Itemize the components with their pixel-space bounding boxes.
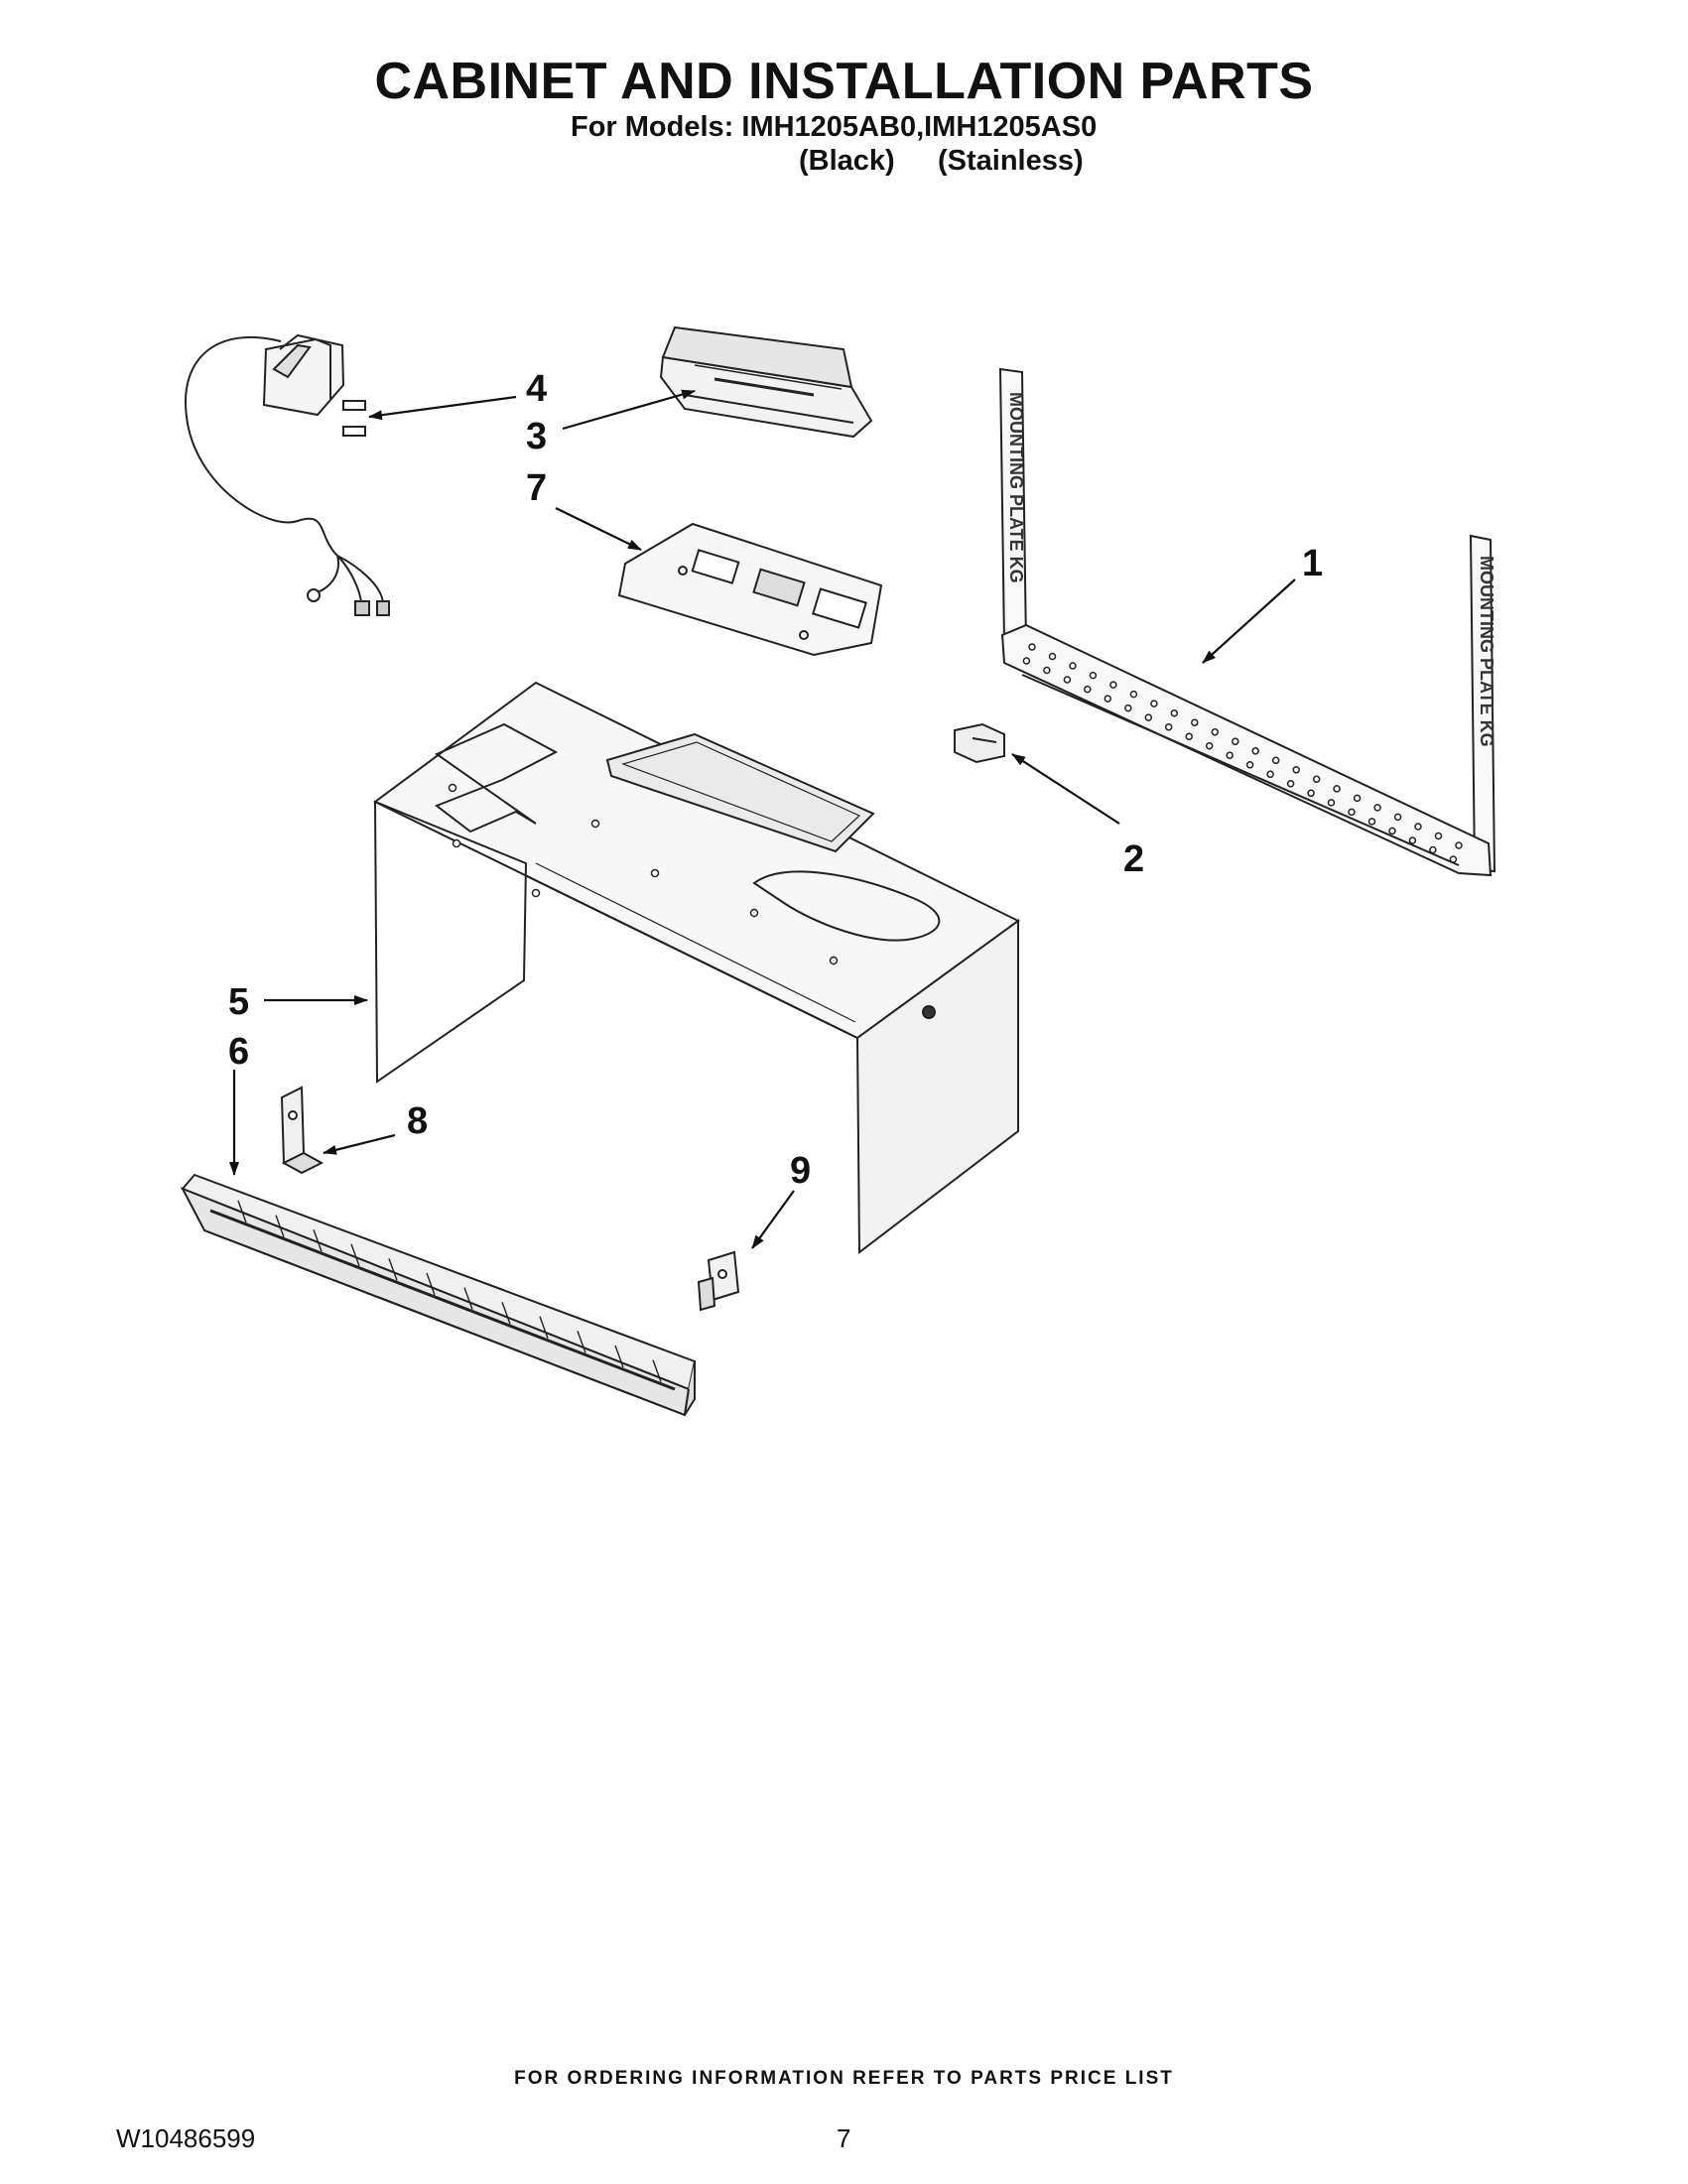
mounting-hole (1434, 832, 1443, 840)
mounting-plate-label-left: MOUNTING PLATE KG (1006, 392, 1026, 583)
top-plate-part (617, 522, 883, 657)
cabinet-hole (448, 783, 457, 793)
mounting-plate-part: MOUNTING PLATE KG MOUNTING PLATE KG (998, 367, 1496, 877)
color-black-label: (Black) (799, 145, 895, 177)
cabinet-screw-holes (448, 783, 839, 965)
mounting-hole (1327, 799, 1336, 807)
mounting-hole (1129, 690, 1138, 699)
cabinet-wrapper-part (373, 681, 1020, 1255)
mounting-hole (1022, 657, 1031, 665)
grille-slot (350, 1243, 360, 1267)
mounting-hole (1414, 823, 1422, 831)
mounting-hole (1164, 722, 1173, 731)
mounting-hole (1393, 813, 1402, 822)
mounting-hole (1170, 708, 1179, 717)
mounting-hole (1232, 737, 1239, 745)
callout-1: 1 (1302, 543, 1323, 584)
mounting-hole (1286, 780, 1295, 788)
mounting-hole (1043, 666, 1051, 675)
callout-6: 6 (228, 1031, 249, 1073)
mounting-hole (1048, 652, 1057, 661)
grille-slot (539, 1316, 549, 1340)
models-line: For Models: IMH1205AB0,IMH1205AS0 (571, 111, 1098, 143)
mounting-hole (1429, 845, 1437, 854)
grille-slot (577, 1331, 586, 1353)
mounting-hole (1150, 700, 1158, 707)
bracket-part (954, 722, 1005, 764)
callout-5: 5 (228, 981, 249, 1023)
mounting-hole (1312, 775, 1321, 784)
mounting-hole (1292, 766, 1300, 774)
cabinet-hole (650, 868, 660, 878)
grille-slot (388, 1258, 398, 1281)
grille-slot (275, 1215, 285, 1237)
grille-slot (237, 1200, 247, 1223)
mounting-hole (1063, 676, 1072, 684)
grille-slot (313, 1228, 323, 1252)
mounting-hole (1455, 841, 1463, 849)
mounting-hole (1205, 741, 1214, 750)
vent-grille-slots (237, 1200, 662, 1382)
exhaust-damper-part (659, 325, 873, 439)
mounting-hole (1191, 718, 1199, 726)
cabinet-hole (749, 908, 759, 918)
grille-slot (426, 1272, 436, 1296)
document-number: W10486599 (116, 2123, 256, 2153)
mounting-hole (1408, 836, 1417, 844)
mounting-hole (1245, 761, 1254, 769)
callout-9: 9 (790, 1150, 811, 1192)
lower-bracket-right-part (697, 1250, 740, 1312)
callout-8: 8 (407, 1100, 428, 1142)
mounting-plate-label-right: MOUNTING PLATE KG (1477, 556, 1496, 747)
lower-bracket-left-part (280, 1086, 325, 1175)
vent-grille-part (180, 1173, 697, 1417)
mounting-hole (1348, 808, 1356, 817)
mounting-hole (1028, 643, 1036, 651)
callout-7: 7 (526, 467, 547, 509)
mounting-hole (1266, 770, 1274, 779)
mounting-hole (1084, 685, 1092, 694)
page-title: CABINET AND INSTALLATION PARTS (374, 53, 1314, 110)
grille-slot (614, 1345, 624, 1368)
mounting-hole (1185, 732, 1193, 740)
mounting-hole (1144, 713, 1153, 721)
mounting-hole (1069, 662, 1077, 670)
mounting-hole (1104, 695, 1112, 703)
mounting-hole (1373, 804, 1381, 812)
cabinet-hole (452, 838, 461, 848)
page-number: 7 (837, 2123, 851, 2153)
mounting-hole (1449, 855, 1458, 863)
mounting-hole (1251, 747, 1259, 755)
callout-4: 4 (526, 368, 547, 410)
grille-slot (501, 1301, 511, 1325)
mounting-hole (1367, 818, 1376, 826)
mounting-hole (1211, 727, 1220, 736)
power-cord-part (185, 333, 390, 616)
callout-3: 3 (526, 416, 547, 457)
mounting-plate-holes (1022, 643, 1463, 863)
mounting-hole (1226, 751, 1234, 759)
mounting-hole (1271, 756, 1280, 765)
mounting-hole (1124, 704, 1132, 712)
cabinet-hole (829, 956, 839, 965)
mounting-hole (1089, 671, 1098, 680)
mounting-hole (1307, 789, 1315, 798)
mounting-hole (1388, 827, 1396, 835)
grille-slot (652, 1359, 662, 1382)
color-stainless-label: (Stainless) (938, 145, 1084, 177)
cabinet-hole (531, 888, 541, 898)
callout-2: 2 (1123, 838, 1144, 880)
mounting-hole (1353, 794, 1362, 803)
grille-slot (463, 1287, 473, 1310)
mounting-hole (1109, 681, 1117, 689)
ordering-note: FOR ORDERING INFORMATION REFER TO PARTS … (514, 2068, 1174, 2089)
leader-lines (229, 389, 1296, 1249)
mounting-hole (1333, 785, 1341, 793)
cabinet-hole (590, 819, 600, 829)
